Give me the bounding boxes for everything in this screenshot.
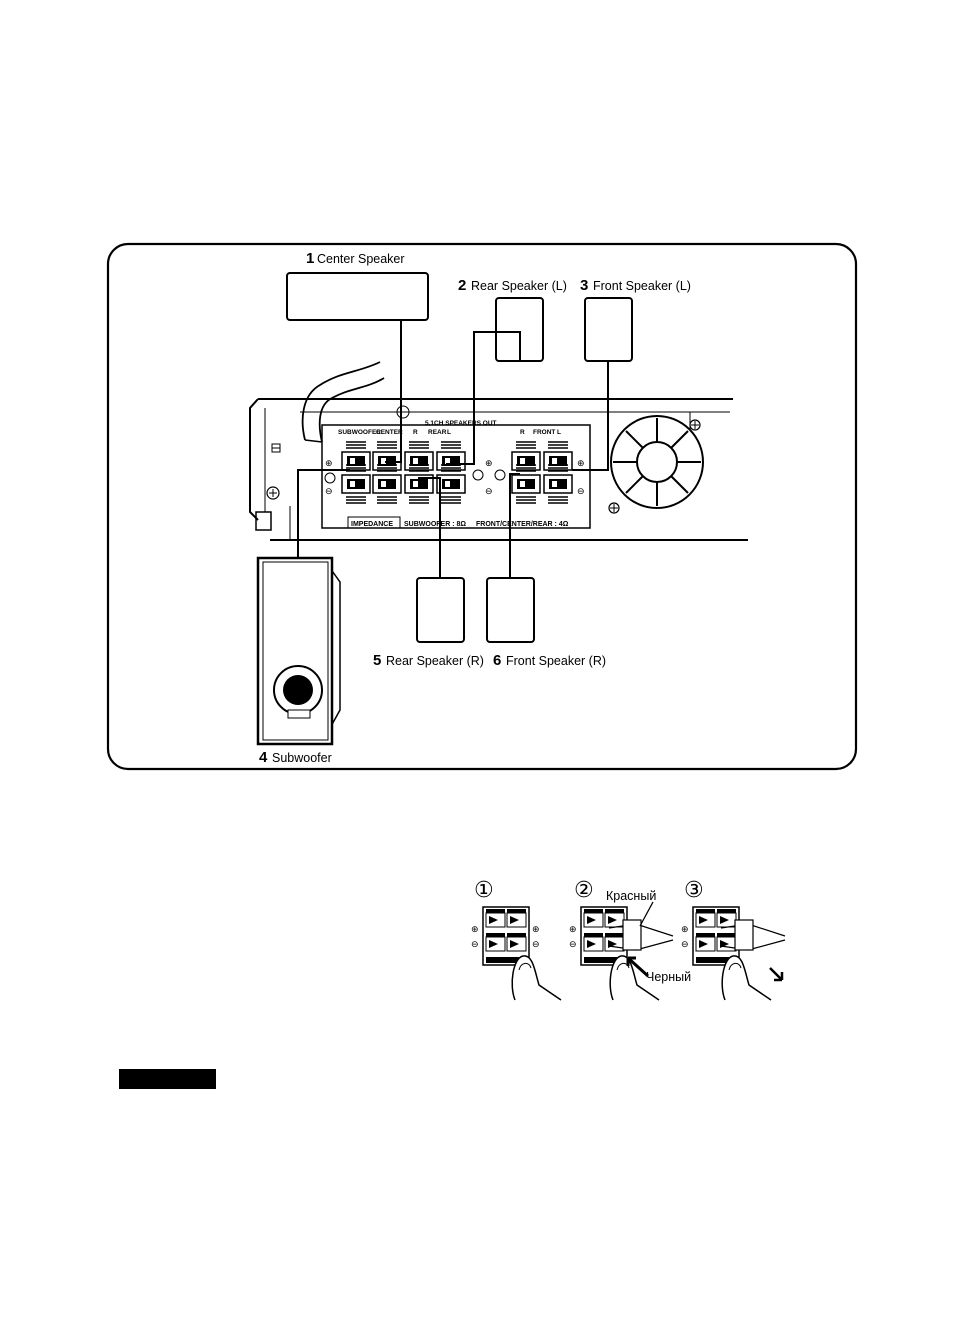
svg-text:⊖: ⊖ — [471, 940, 479, 950]
step-2-illustration: ⊕⊖⊕⊖ — [569, 902, 673, 1000]
step-3-number: ③ — [684, 877, 704, 902]
step-3-illustration: ⊕⊖⊕⊖ — [681, 907, 785, 1000]
svg-text:⊖: ⊖ — [532, 940, 540, 950]
step-1-number: ① — [474, 877, 494, 902]
step-1-illustration: ⊕ ⊖ ⊕ ⊖ — [471, 907, 561, 1000]
black-wire-label: Черный — [646, 970, 691, 984]
svg-text:⊕: ⊕ — [471, 925, 479, 935]
svg-text:⊕: ⊕ — [532, 925, 540, 935]
red-pointer — [640, 902, 653, 926]
section-header-bar — [119, 1069, 216, 1089]
red-wire-label: Красный — [606, 889, 656, 903]
step-2-number: ② — [574, 877, 594, 902]
svg-text:⊕: ⊕ — [681, 925, 689, 935]
svg-text:⊖: ⊖ — [569, 940, 577, 950]
release-arrow — [770, 968, 782, 980]
svg-text:⊕: ⊕ — [569, 925, 577, 935]
svg-text:⊖: ⊖ — [681, 940, 689, 950]
